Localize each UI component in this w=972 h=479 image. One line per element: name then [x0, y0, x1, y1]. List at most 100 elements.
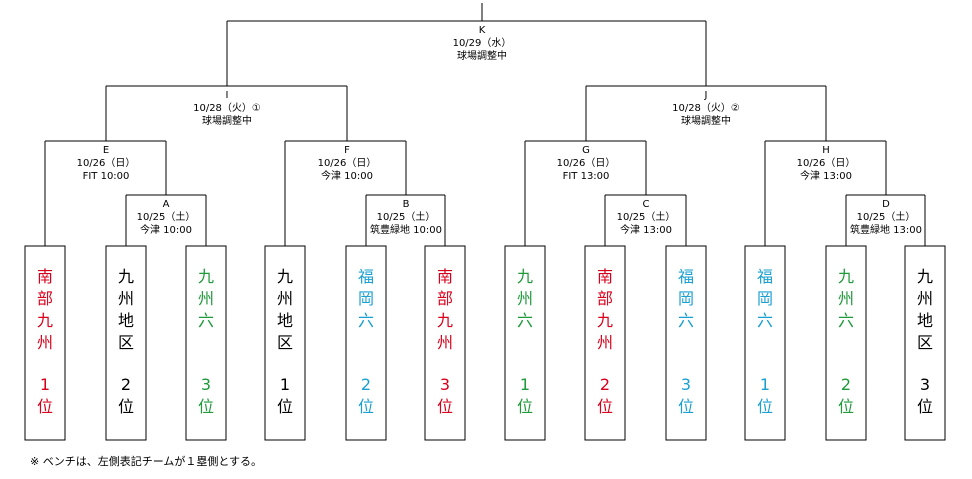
- match-j-info-1: 10/28（火）②: [672, 102, 740, 114]
- team-region-char: 区: [917, 333, 933, 352]
- team-rank-char: 1: [520, 375, 530, 394]
- team-rank-char: 2: [121, 375, 131, 394]
- match-b-info-1: 10/25（土）: [377, 210, 436, 223]
- team-region-char: 区: [118, 333, 134, 352]
- team-rank-char: 位: [678, 397, 694, 416]
- match-g-info-1: 10/26（日）: [557, 157, 616, 169]
- match-h-info-1: 10/26（日）: [797, 157, 856, 169]
- team-region-char: 岡: [757, 289, 773, 308]
- team-region-char: 六: [198, 311, 214, 330]
- team-region-char: 福: [757, 267, 773, 286]
- match-g-id: G: [582, 145, 590, 156]
- team-region-char: 六: [838, 311, 854, 330]
- team-box-border: [665, 245, 707, 441]
- team-region-char: 九: [517, 267, 533, 286]
- match-h-id: H: [822, 145, 830, 156]
- team-region-char: 南: [437, 267, 453, 286]
- team-region-char: 州: [437, 333, 453, 352]
- team-region-char: 九: [838, 267, 854, 286]
- match-c-id: C: [643, 199, 650, 210]
- team-rank-char: 位: [517, 397, 533, 416]
- team-region-char: 九: [118, 267, 134, 286]
- team-box-border: [904, 245, 946, 441]
- bracket-lines: [44, 3, 926, 246]
- team-rank-char: 2: [361, 375, 371, 394]
- team-region-char: 部: [437, 289, 453, 308]
- team-region-char: 岡: [678, 289, 694, 308]
- match-a-id: A: [163, 199, 170, 210]
- match-labels: K10/29（水）球場調整中I10/28（火）①球場調整中J10/28（火）②球…: [77, 25, 922, 236]
- team-region-char: 州: [597, 333, 613, 352]
- team-region-char: 部: [37, 289, 53, 308]
- match-h-info-2: 今津 13:00: [800, 169, 852, 182]
- team-rank-char: 位: [277, 397, 293, 416]
- team-box-border: [504, 245, 546, 441]
- team-region-char: 南: [597, 267, 613, 286]
- team-region-char: 南: [37, 267, 53, 286]
- team-region-char: 州: [37, 333, 53, 352]
- team-region-char: 九: [277, 267, 293, 286]
- match-f-info-1: 10/26（日）: [318, 157, 377, 169]
- match-k-info-1: 10/29（水）: [453, 37, 512, 49]
- team-rank-char: 位: [118, 397, 134, 416]
- team-region-char: 地: [917, 311, 933, 330]
- match-e-info-2: FIT 10:00: [83, 171, 130, 182]
- team-region-char: 州: [118, 289, 134, 308]
- team-box-border: [744, 245, 786, 441]
- team-region-char: 州: [517, 289, 533, 308]
- team-region-char: 区: [277, 333, 293, 352]
- match-e-info-1: 10/26（日）: [77, 157, 136, 169]
- team-box-border: [105, 245, 147, 441]
- team-region-char: 地: [277, 311, 293, 330]
- team-rank-char: 1: [40, 375, 50, 394]
- team-rank-char: 位: [917, 397, 933, 416]
- team-region-char: 九: [917, 267, 933, 286]
- team-rank-char: 1: [760, 375, 770, 394]
- match-e-id: E: [103, 145, 109, 156]
- team-region-char: 九: [37, 311, 53, 330]
- team-region-char: 州: [917, 289, 933, 308]
- team-region-char: 九: [198, 267, 214, 286]
- team-box: 九州六 1 位: [504, 245, 546, 441]
- team-rank-char: 位: [757, 397, 773, 416]
- team-box-border: [345, 245, 387, 441]
- team-region-char: 六: [358, 311, 374, 330]
- team-box-border: [264, 245, 306, 441]
- team-rank-char: 位: [597, 397, 613, 416]
- match-i-id: I: [226, 90, 229, 101]
- team-rank-char: 1: [280, 375, 290, 394]
- team-rank-char: 位: [37, 397, 53, 416]
- match-d-id: D: [882, 199, 890, 210]
- match-g-info-2: FIT 13:00: [563, 171, 610, 182]
- match-i-info-1: 10/28（火）①: [193, 102, 261, 114]
- team-rank-char: 3: [920, 375, 930, 394]
- team-region-char: 福: [358, 267, 374, 286]
- team-rank-char: 3: [201, 375, 211, 394]
- team-rank-char: 3: [440, 375, 450, 394]
- team-region-char: 六: [517, 311, 533, 330]
- team-rank-char: 2: [841, 375, 851, 394]
- match-f-info-2: 今津 10:00: [321, 169, 373, 182]
- team-rank-char: 位: [358, 397, 374, 416]
- footnote: ※ ベンチは、左側表記チームが１塁側とする。: [30, 455, 263, 468]
- match-a-info-2: 今津 10:00: [140, 223, 192, 236]
- team-box-border: [584, 245, 626, 441]
- team-rank-char: 3: [681, 375, 691, 394]
- team-box-border: [825, 245, 867, 441]
- team-boxes: 南部九州1位九州地区2位九州六3位九州地区1位福岡六2位南部九州3位九州六1位南…: [24, 245, 946, 441]
- team-box-border: [424, 245, 466, 441]
- match-b-info-2: 筑豊緑地 10:00: [370, 223, 442, 236]
- team-region-char: 地: [118, 311, 134, 330]
- match-a-info-1: 10/25（土）: [137, 210, 196, 223]
- team-region-char: 州: [838, 289, 854, 308]
